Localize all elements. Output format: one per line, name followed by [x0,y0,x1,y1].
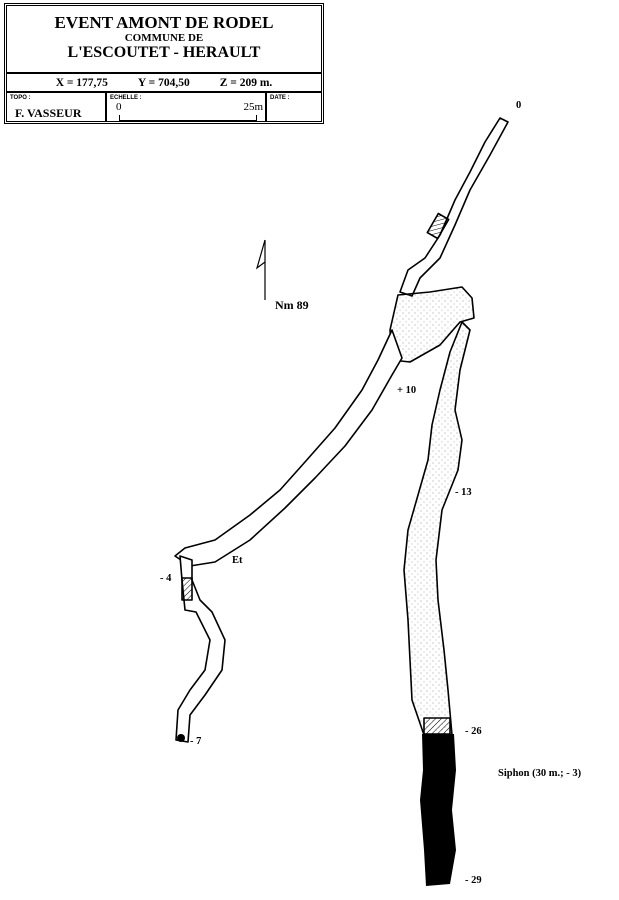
title-block: EVENT AMONT DE RODEL COMMUNE DE L'ESCOUT… [4,3,324,124]
topo-author: F. VASSEUR [15,106,82,120]
date-label: DATE : [270,95,290,101]
hatched-passage-entrance [426,212,450,240]
lower-left-branch [175,555,226,743]
depth-minus-26: - 26 [465,726,482,737]
terminal-sump-left [177,734,185,742]
depth-plus-10: + 10 [397,385,417,396]
commune-label: COMMUNE DE [124,32,204,44]
entrance-label: 0 [516,100,522,111]
west-passage [174,329,403,567]
depth-minus-4: - 4 [160,573,172,584]
east-passage [403,321,471,736]
scale-bar [119,115,257,121]
north-arrow [255,239,266,300]
hatched-passage-left [181,577,193,601]
topo-label: TOPO : [10,95,31,101]
siphon-label: Siphon (30 m.; - 3) [498,768,582,779]
location: L'ESCOUTET - HERAULT [67,44,261,61]
title-header: EVENT AMONT DE RODEL COMMUNE DE L'ESCOUT… [7,6,321,74]
topo-cell: TOPO : F. VASSEUR [7,93,107,121]
siphon-sump [420,734,456,886]
scale-end: 25m [243,101,263,113]
depth-minus-7: - 7 [190,736,202,747]
coordinates: X = 177,75 Y = 704,50 Z = 209 m. [7,74,321,93]
scale-cell: ECHELLE : 0 25m [107,93,267,121]
et-label: Et [232,555,243,566]
scale-label: ECHELLE : [110,95,142,101]
north-label: Nm 89 [275,298,309,312]
hatched-siphon-start [423,717,451,735]
coord-y: Y = 704,50 [137,76,190,89]
date-cell: DATE : [267,93,321,121]
cave-title: EVENT AMONT DE RODEL [54,13,274,32]
depth-minus-13: - 13 [455,487,472,498]
coord-z: Z = 209 m. [219,76,273,89]
coord-x: X = 177,75 [55,76,108,89]
scale-start: 0 [116,101,122,113]
depth-minus-29: - 29 [465,875,482,886]
entrance-passage [399,117,509,297]
